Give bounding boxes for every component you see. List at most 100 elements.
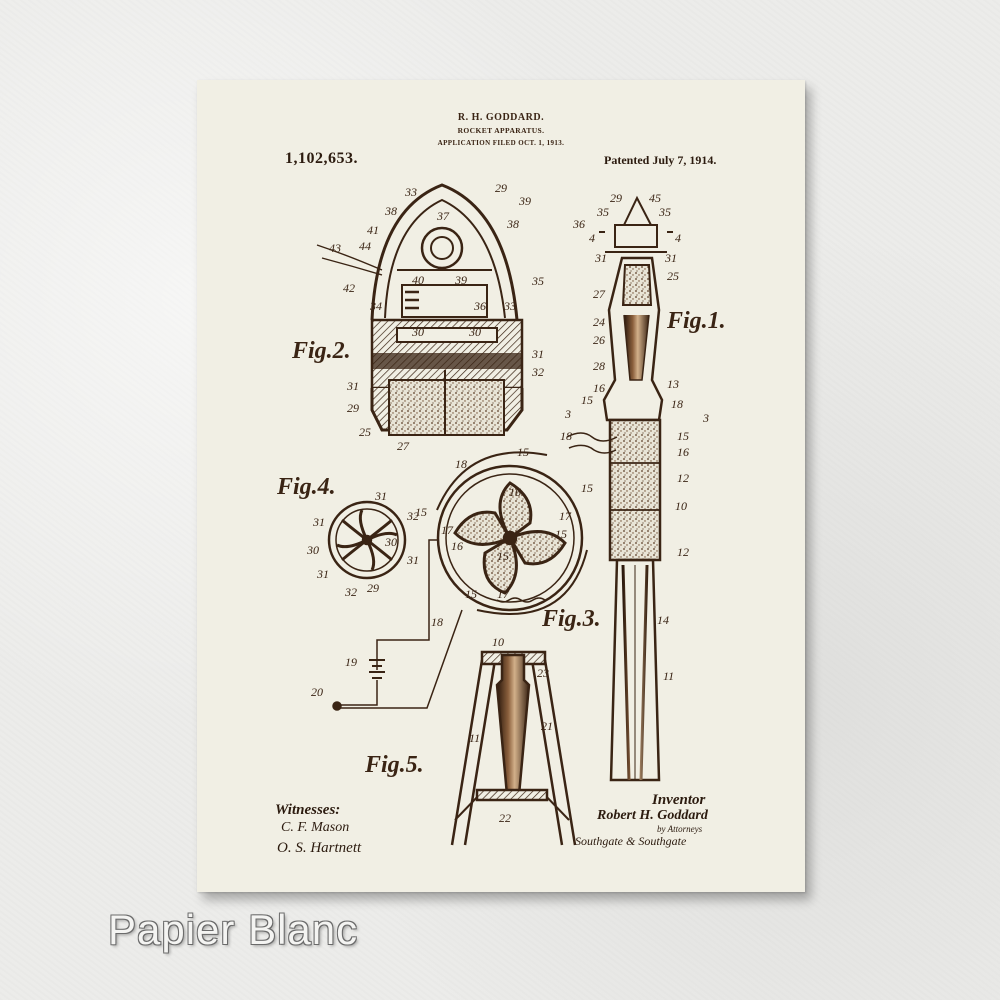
svg-text:29: 29	[347, 401, 359, 415]
svg-text:35: 35	[596, 205, 609, 219]
svg-text:30: 30	[468, 325, 481, 339]
svg-text:15: 15	[677, 429, 689, 443]
fig2-label: Fig.2.	[292, 338, 351, 364]
svg-text:15: 15	[415, 505, 427, 519]
svg-text:29: 29	[367, 581, 379, 595]
svg-text:24: 24	[593, 315, 605, 329]
svg-text:28: 28	[593, 359, 605, 373]
inventor-signature: Robert H. Goddard	[597, 808, 708, 823]
circuit-wiring	[332, 539, 463, 711]
svg-text:15: 15	[581, 393, 593, 407]
fig3-label: Fig.3.	[542, 606, 601, 632]
svg-text:15: 15	[555, 527, 567, 541]
svg-text:35: 35	[531, 274, 544, 288]
svg-text:27: 27	[397, 439, 410, 453]
svg-text:31: 31	[531, 347, 544, 361]
svg-text:13: 13	[667, 377, 679, 391]
svg-text:31: 31	[374, 489, 387, 503]
paper-type-caption: Papier Blanc	[108, 906, 359, 953]
svg-text:35: 35	[658, 205, 671, 219]
svg-text:30: 30	[306, 543, 319, 557]
svg-text:31: 31	[594, 251, 607, 265]
fig3-drawing	[436, 451, 588, 615]
fig5-label: Fig.5.	[365, 752, 424, 778]
svg-text:16: 16	[593, 381, 605, 395]
svg-text:37: 37	[436, 209, 450, 223]
svg-text:39: 39	[454, 273, 467, 287]
patent-number: 1,102,653.	[285, 150, 358, 167]
svg-text:16: 16	[677, 445, 689, 459]
svg-text:40: 40	[412, 273, 424, 287]
svg-text:3: 3	[702, 411, 709, 425]
svg-text:17: 17	[559, 509, 572, 523]
svg-text:21: 21	[541, 719, 553, 733]
svg-text:14: 14	[657, 613, 669, 627]
svg-text:31: 31	[346, 379, 359, 393]
svg-text:15: 15	[465, 587, 477, 601]
svg-text:36: 36	[473, 299, 486, 313]
svg-text:44: 44	[359, 239, 371, 253]
svg-text:41: 41	[367, 223, 379, 237]
svg-text:31: 31	[406, 553, 419, 567]
svg-text:33: 33	[404, 185, 417, 199]
svg-text:22: 22	[499, 811, 511, 825]
svg-text:30: 30	[384, 535, 397, 549]
svg-text:18: 18	[455, 457, 467, 471]
svg-text:20: 20	[311, 685, 323, 699]
svg-text:30: 30	[411, 325, 424, 339]
svg-text:39: 39	[518, 194, 531, 208]
svg-text:11: 11	[663, 669, 674, 683]
svg-text:31: 31	[316, 567, 329, 581]
fig4-label: Fig.4.	[277, 474, 336, 500]
svg-text:25: 25	[359, 425, 371, 439]
svg-text:4: 4	[675, 231, 681, 245]
svg-text:12: 12	[677, 545, 689, 559]
attorneys-by-line: by Attorneys	[657, 824, 703, 834]
svg-text:32: 32	[406, 509, 419, 523]
svg-text:36: 36	[572, 217, 585, 231]
svg-text:43: 43	[329, 241, 341, 255]
inventor-heading: Inventor	[652, 792, 706, 808]
attorneys-signature: Southgate & Southgate	[575, 834, 687, 848]
svg-text:29: 29	[610, 191, 622, 205]
fig1-drawing	[566, 195, 673, 782]
svg-text:29: 29	[495, 181, 507, 195]
svg-text:4: 4	[589, 231, 595, 245]
witness-signature-1: C. F. Mason	[281, 820, 350, 835]
svg-text:18: 18	[560, 429, 572, 443]
svg-text:38: 38	[506, 217, 519, 231]
svg-text:26: 26	[593, 333, 605, 347]
svg-text:17: 17	[497, 587, 510, 601]
svg-text:12: 12	[677, 471, 689, 485]
svg-text:16: 16	[509, 485, 521, 499]
fig5-drawing	[450, 650, 577, 846]
svg-text:18: 18	[671, 397, 683, 411]
svg-text:10: 10	[492, 635, 504, 649]
svg-text:31: 31	[312, 515, 325, 529]
svg-text:45: 45	[649, 191, 661, 205]
witnesses-heading: Witnesses:	[275, 802, 341, 818]
svg-text:42: 42	[343, 281, 355, 295]
svg-text:17: 17	[441, 523, 454, 537]
svg-text:34: 34	[369, 299, 382, 313]
fig2-drawing	[316, 183, 524, 436]
title-header: ROCKET APPARATUS.	[457, 126, 545, 135]
svg-text:38: 38	[384, 204, 397, 218]
svg-text:27: 27	[593, 287, 606, 301]
svg-text:15: 15	[497, 549, 509, 563]
filed-header: APPLICATION FILED OCT. 1, 1913.	[437, 139, 565, 147]
witness-signature-2: O. S. Hartnett	[277, 840, 362, 856]
svg-text:10: 10	[675, 499, 687, 513]
svg-text:3: 3	[564, 407, 571, 421]
svg-text:32: 32	[531, 365, 544, 379]
svg-text:23: 23	[537, 666, 549, 680]
svg-text:32: 32	[344, 585, 357, 599]
svg-text:16: 16	[451, 539, 463, 553]
inventor-header: R. H. GODDARD.	[457, 112, 545, 123]
fig4-drawing	[327, 500, 407, 580]
svg-text:25: 25	[667, 269, 679, 283]
fig1-label: Fig.1.	[667, 308, 726, 334]
patent-date: Patented July 7, 1914.	[604, 153, 717, 167]
